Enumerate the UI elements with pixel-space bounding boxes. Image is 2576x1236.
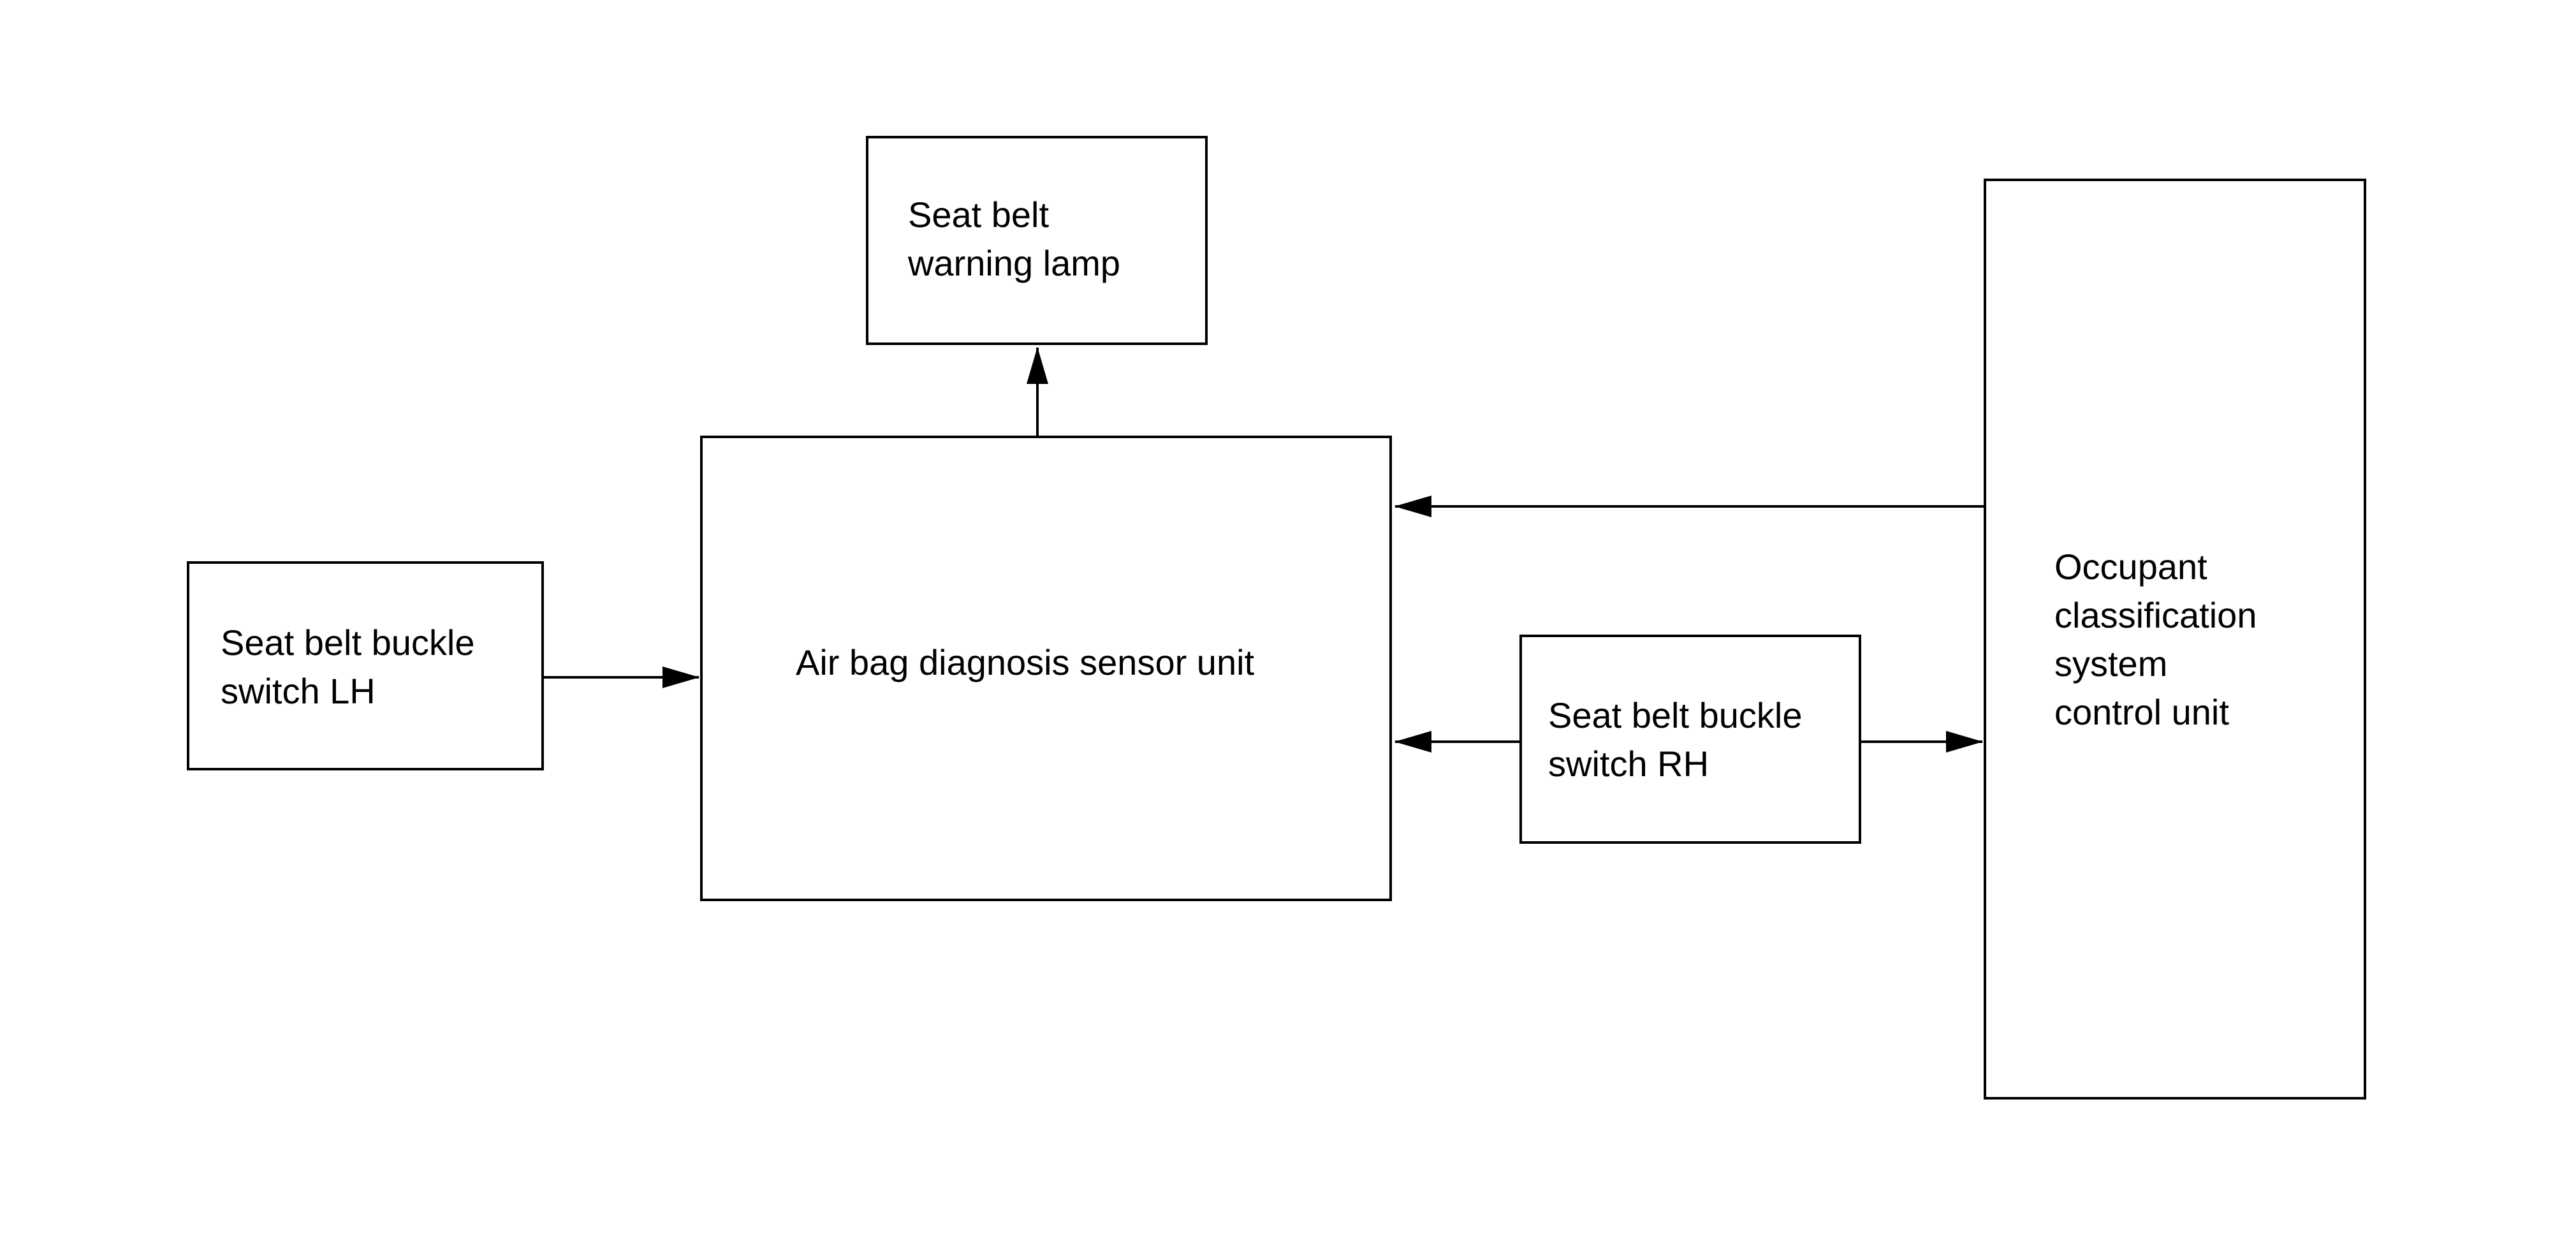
label-line: control unit: [2054, 692, 2229, 732]
label-line: system: [2054, 644, 2168, 684]
label-line: Occupant: [2054, 547, 2207, 587]
label-line: Air bag diagnosis sensor unit: [796, 642, 1255, 682]
label-line: Seat belt: [908, 195, 1050, 235]
seat-belt-warning-lamp-label: Seat belt warning lamp: [908, 191, 1120, 288]
seat-belt-buckle-switch-lh-label: Seat belt buckle switch LH: [221, 619, 474, 716]
seat-belt-buckle-switch-rh-label: Seat belt buckle switch RH: [1548, 691, 1802, 788]
air-bag-diagnosis-sensor-unit-box: [700, 436, 1392, 901]
seat-belt-buckle-switch-rh-box: [1519, 635, 1861, 844]
label-line: classification: [2054, 595, 2257, 635]
label-line: Seat belt buckle: [221, 622, 475, 663]
occupant-classification-system-control-unit-box: [1984, 179, 2366, 1100]
label-line: Seat belt buckle: [1548, 695, 1803, 735]
label-line: switch LH: [221, 671, 376, 711]
label-line: warning lamp: [908, 243, 1121, 283]
label-line: switch RH: [1548, 744, 1709, 784]
air-bag-diagnosis-sensor-unit-label: Air bag diagnosis sensor unit: [796, 638, 1254, 687]
seat-belt-warning-lamp-box: [866, 136, 1208, 345]
seat-belt-buckle-switch-lh-box: [187, 561, 544, 770]
occupant-classification-system-control-unit-label: Occupant classification system control u…: [2054, 543, 2257, 737]
